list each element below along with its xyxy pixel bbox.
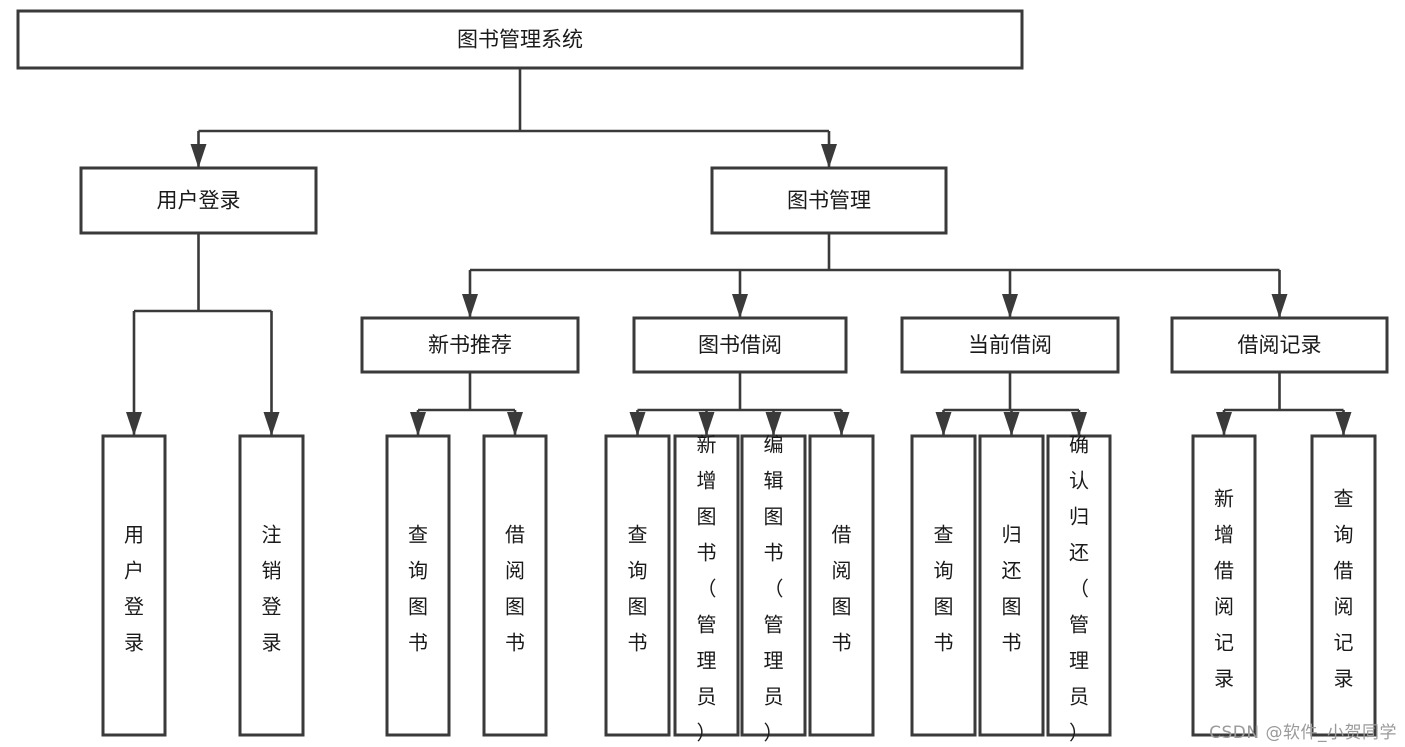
node-label: 借阅记录 [1238, 333, 1322, 357]
node-label: 用户登录 [157, 189, 241, 213]
node-root[interactable]: 图书管理系统 [16, 9, 1024, 70]
node-label: 确认归还（管理员） [1069, 433, 1089, 745]
node-label: 查询图书 [934, 523, 954, 655]
node-current-borrow[interactable]: 当前借阅 [900, 316, 1120, 374]
node-leaf-edit-book[interactable]: 编辑图书（管理员） [740, 433, 807, 745]
node-label: 图书管理 [787, 189, 871, 213]
node-leaf-add-record[interactable]: 新增借阅记录 [1191, 434, 1257, 737]
node-label: 归还图书 [1002, 523, 1022, 655]
node-label: 新书推荐 [428, 333, 512, 357]
node-label: 图书管理系统 [457, 28, 583, 52]
csdn-watermark: CSDN @软件_小贺同学 [1209, 723, 1397, 743]
node-label: 查询图书 [408, 523, 428, 655]
node-label: 新增图书（管理员） [697, 433, 717, 745]
node-leaf-confirm-return[interactable]: 确认归还（管理员） [1046, 433, 1112, 745]
connectors-layer [126, 68, 1352, 436]
node-label: 注销登录 [262, 523, 282, 655]
node-borrow-record[interactable]: 借阅记录 [1170, 316, 1389, 374]
node-label: 用户登录 [124, 523, 144, 655]
node-leaf-borrow-book-2[interactable]: 借阅图书 [808, 434, 875, 737]
nodes-layer: 图书管理系统用户登录图书管理新书推荐图书借阅当前借阅借阅记录用户登录注销登录查询… [16, 9, 1389, 745]
node-leaf-logout[interactable]: 注销登录 [238, 434, 305, 737]
node-label: 图书借阅 [698, 333, 782, 357]
node-label: 当前借阅 [968, 333, 1052, 357]
node-label: 查询借阅记录 [1334, 487, 1354, 691]
node-label: 借阅图书 [505, 523, 525, 655]
node-leaf-query-book-1[interactable]: 查询图书 [385, 434, 451, 737]
node-leaf-borrow-book-1[interactable]: 借阅图书 [482, 434, 548, 737]
node-leaf-return-book[interactable]: 归还图书 [978, 434, 1045, 737]
node-label: 编辑图书（管理员） [764, 433, 784, 745]
node-user-login[interactable]: 用户登录 [79, 166, 318, 235]
node-leaf-user-login[interactable]: 用户登录 [101, 434, 167, 737]
node-book-manage[interactable]: 图书管理 [710, 166, 948, 235]
node-label: 借阅图书 [832, 523, 852, 655]
node-label: 查询图书 [628, 523, 648, 655]
node-new-book-rec[interactable]: 新书推荐 [360, 316, 580, 374]
node-leaf-query-record[interactable]: 查询借阅记录 [1310, 434, 1377, 737]
node-book-borrow[interactable]: 图书借阅 [632, 316, 848, 374]
node-label: 新增借阅记录 [1214, 487, 1234, 691]
node-leaf-query-book-3[interactable]: 查询图书 [910, 434, 977, 737]
node-leaf-query-book-2[interactable]: 查询图书 [604, 434, 671, 737]
node-leaf-add-book[interactable]: 新增图书（管理员） [673, 433, 740, 745]
